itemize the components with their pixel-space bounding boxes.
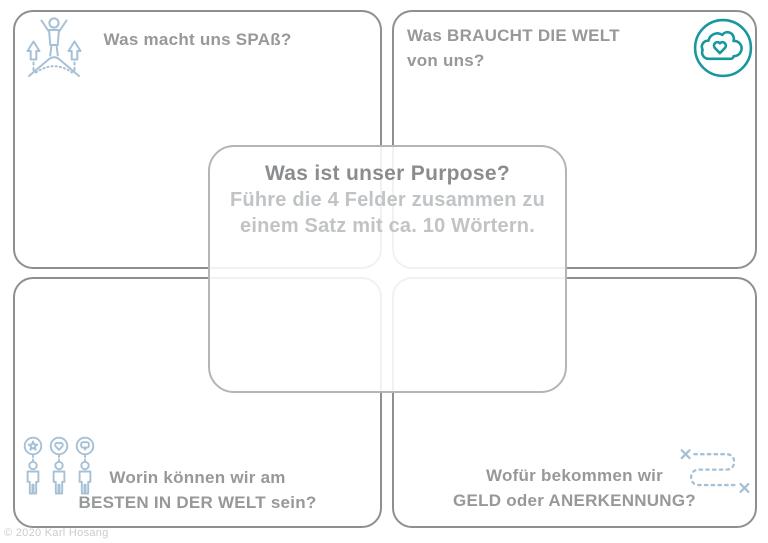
- quadrant-world-needs-title: Was BRAUCHT DIE WELT von uns?: [407, 23, 620, 73]
- purpose-subtitle-line2: einem Satz mit ca. 10 Wörtern.: [240, 215, 535, 237]
- people-badges-icon: [23, 436, 95, 495]
- quadrant-fun-title-line: Was macht uns SPAß?: [103, 30, 292, 49]
- person-star: [23, 436, 43, 495]
- quadrant-money-recognition-title-line2: GELD oder ANERKENNUNG?: [453, 491, 696, 510]
- quadrant-best-in-world-title: Worin können wir am BESTEN IN DER WELT s…: [15, 465, 380, 515]
- quadrant-money-recognition-title: Wofür bekommen wir GELD oder ANERKENNUNG…: [394, 463, 755, 513]
- person-heart: [49, 436, 69, 495]
- person-bubble: [75, 436, 95, 495]
- route-path-icon: [680, 449, 750, 493]
- quadrant-fun: Was macht uns SPAß?: [13, 10, 382, 269]
- purpose-center-box: Was ist unser Purpose? Führe die 4 Felde…: [208, 145, 567, 393]
- quadrant-world-needs-title-line1: Was BRAUCHT DIE WELT: [407, 26, 620, 45]
- cloud-heart-icon: [693, 18, 753, 78]
- copyright-text: © 2020 Karl Hosang: [4, 527, 109, 539]
- quadrant-fun-title: Was macht uns SPAß?: [15, 27, 380, 52]
- growth-person-icon: [26, 17, 82, 77]
- purpose-subtitle-line1: Führe die 4 Felder zusammen zu: [230, 189, 545, 211]
- quadrant-money-recognition-title-line1: Wofür bekommen wir: [485, 466, 664, 485]
- quadrant-best-in-world-title-line2: BESTEN IN DER WELT sein?: [78, 493, 317, 512]
- purpose-title: Was ist unser Purpose?: [264, 162, 511, 185]
- quadrant-world-needs-title-line2: von uns?: [407, 51, 485, 70]
- quadrant-best-in-world-title-line1: Worin können wir am: [109, 468, 286, 487]
